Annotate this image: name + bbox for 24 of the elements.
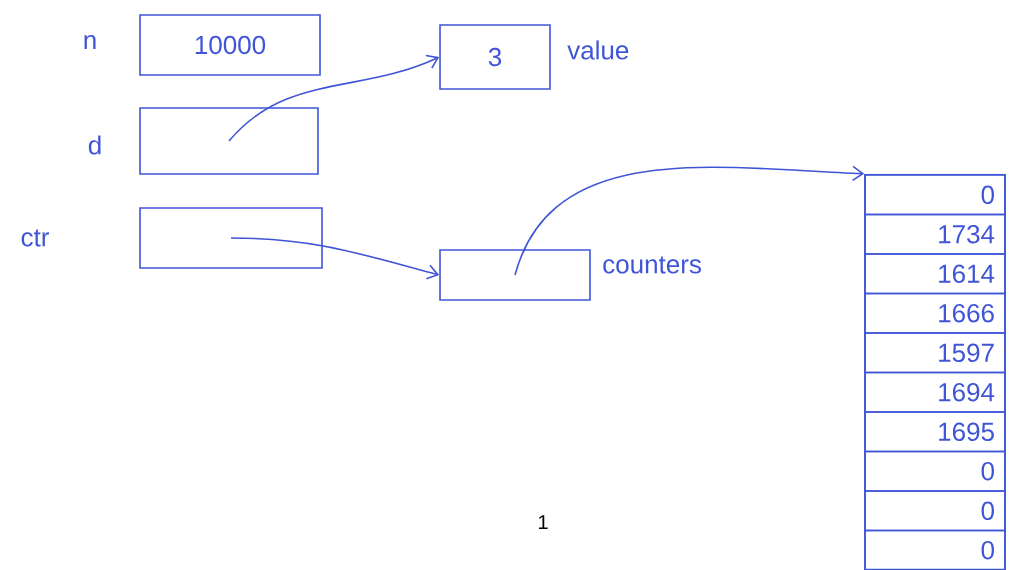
array-cell: 1694 <box>864 371 1006 413</box>
array-cell: 0 <box>864 450 1006 492</box>
variable-name: n <box>84 35 96 49</box>
variable-box <box>139 207 323 269</box>
arrow <box>514 165 865 276</box>
variable-name: value <box>567 40 629 60</box>
arrow <box>230 237 440 280</box>
variable-box <box>139 107 319 175</box>
page-number: 1 <box>538 515 548 529</box>
array-cell: 1666 <box>864 292 1006 334</box>
array-cell: 1614 <box>864 253 1006 295</box>
variable-box: 10000 <box>139 14 321 76</box>
array-cell: 0 <box>864 174 1006 216</box>
array-cell: 0 <box>864 490 1006 532</box>
variable-box: 3 <box>439 24 551 90</box>
variable-name: d <box>88 135 101 155</box>
arrow <box>228 54 440 142</box>
array-cell: 0 <box>864 529 1006 570</box>
array-cell: 1734 <box>864 213 1006 255</box>
array-cell: 1695 <box>864 411 1006 453</box>
variable-name: ctr <box>21 229 49 247</box>
array-cell: 1597 <box>864 332 1006 374</box>
variable-box <box>439 249 591 301</box>
variable-name: counters <box>603 256 701 274</box>
